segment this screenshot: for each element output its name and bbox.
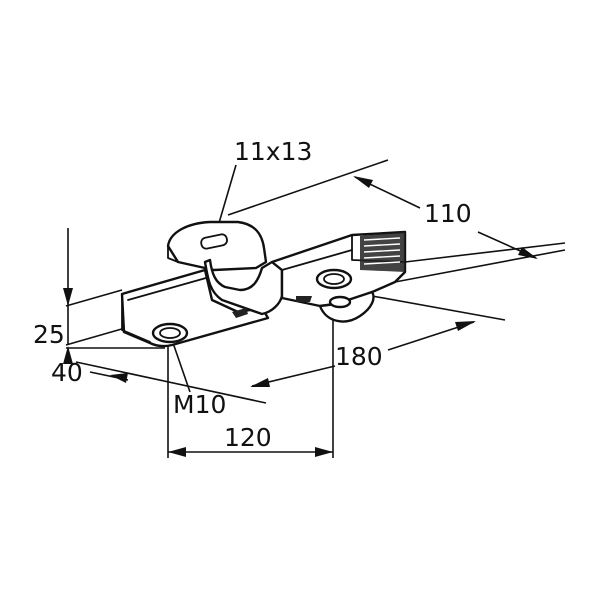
label-spacing-120: 120 [224,423,272,452]
dimension-110 [353,176,538,259]
label-length-180: 180 [335,342,383,371]
label-height-25: 25 [33,320,65,349]
label-slot-size: 11x13 [234,137,312,166]
dimension-180 [250,321,476,387]
dimension-120 [168,447,333,457]
label-length-110: 110 [424,199,472,228]
label-thread-m10: M10 [173,390,226,419]
bracket-part [120,220,407,348]
dimension-25 [63,288,73,364]
dimension-40 [89,371,129,383]
label-width-40: 40 [51,358,83,387]
